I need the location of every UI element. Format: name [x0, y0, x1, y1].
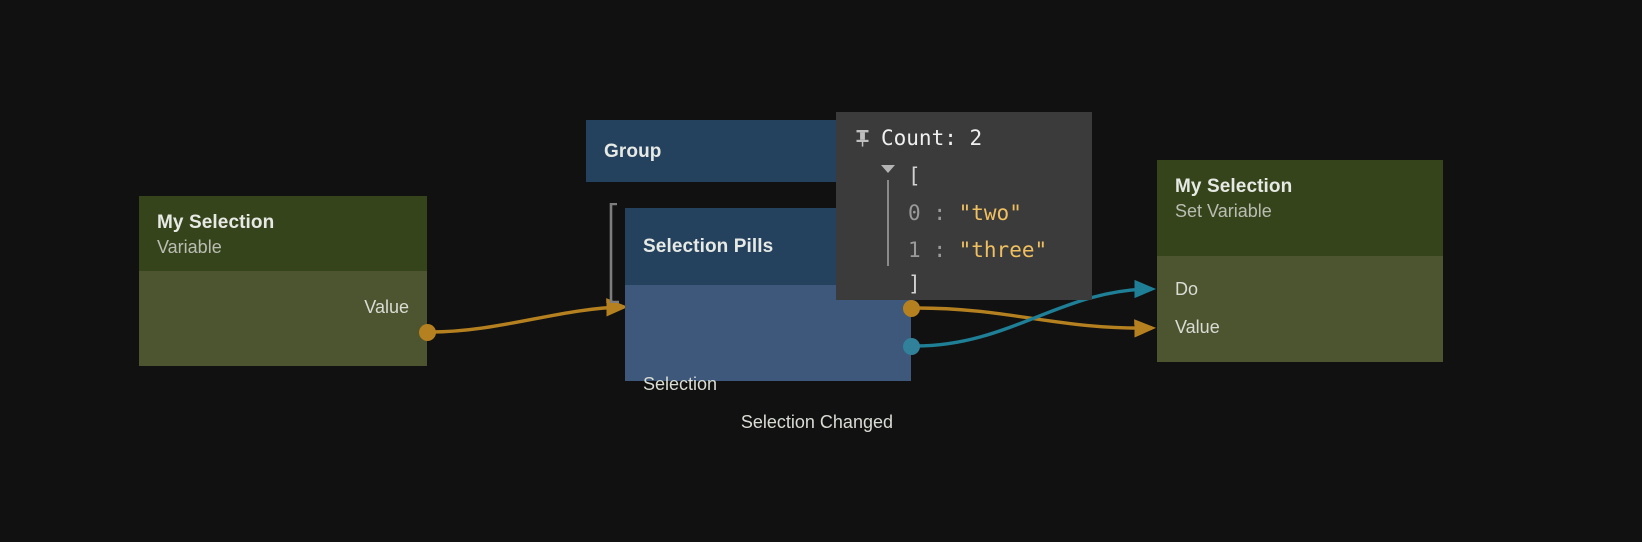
- port-dot-value-out[interactable]: [418, 323, 436, 341]
- port-label-selection: Selection: [643, 374, 718, 394]
- node-header[interactable]: My Selection Set Variable: [1157, 160, 1443, 256]
- group-bracket-connector: [609, 203, 619, 303]
- node-my-selection-set-variable[interactable]: My Selection Set Variable Do Value: [1157, 160, 1443, 362]
- popup-open-bracket: [: [876, 158, 1092, 195]
- node-my-selection-variable[interactable]: My Selection Variable Value: [139, 196, 436, 366]
- port-dot-selection-out[interactable]: [902, 299, 920, 317]
- port-label-value-in: Value: [1175, 317, 1220, 337]
- node-body: Selection Selection Changed: [625, 285, 911, 432]
- wire-value-to-selection: [429, 298, 629, 334]
- popup-count-label: Count: 2: [881, 126, 983, 150]
- node-title: Selection Pills: [643, 236, 774, 257]
- entry-colon: :: [933, 201, 946, 225]
- value-inspector-popup[interactable]: Count: 2 [ 0 : "two" 1 : "three" ]: [836, 112, 1092, 300]
- pin-icon[interactable]: [854, 129, 871, 147]
- chevron-down-icon[interactable]: [880, 164, 896, 174]
- node-subtitle: Variable: [157, 237, 222, 257]
- open-bracket-text: [: [908, 164, 921, 188]
- entry-value: "two": [958, 201, 1022, 225]
- port-label-do-in: Do: [1175, 279, 1199, 299]
- entry-colon: :: [933, 238, 946, 262]
- popup-close-bracket: ]: [908, 272, 921, 296]
- node-title: Group: [604, 140, 662, 162]
- popup-headline: Count: 2: [836, 124, 1092, 152]
- port-label-selection-changed: Selection Changed: [740, 412, 893, 432]
- tree-guide-line: [887, 180, 889, 266]
- node-subtitle: Set Variable: [1175, 201, 1272, 221]
- port-label-value-out: Value: [364, 297, 409, 317]
- entry-value: "three": [958, 238, 1048, 262]
- entry-index: 0: [908, 201, 921, 225]
- node-header[interactable]: My Selection Variable: [139, 196, 427, 271]
- popup-entry-row[interactable]: 1 : "three": [876, 232, 1092, 269]
- node-title: My Selection: [157, 212, 275, 233]
- node-group[interactable]: Group: [586, 120, 862, 182]
- node-title: My Selection: [1175, 176, 1293, 197]
- node-body: Do Value: [1157, 256, 1443, 362]
- popup-value-tree: [ 0 : "two" 1 : "three" ]: [836, 158, 1092, 299]
- node-body: Value: [139, 271, 427, 366]
- popup-entry-row[interactable]: 0 : "two": [876, 195, 1092, 232]
- node-header[interactable]: Group: [586, 120, 862, 182]
- entry-index: 1: [908, 238, 921, 262]
- port-dot-selection-changed-out[interactable]: [902, 337, 920, 355]
- wire-selection-to-value: [915, 306, 1157, 338]
